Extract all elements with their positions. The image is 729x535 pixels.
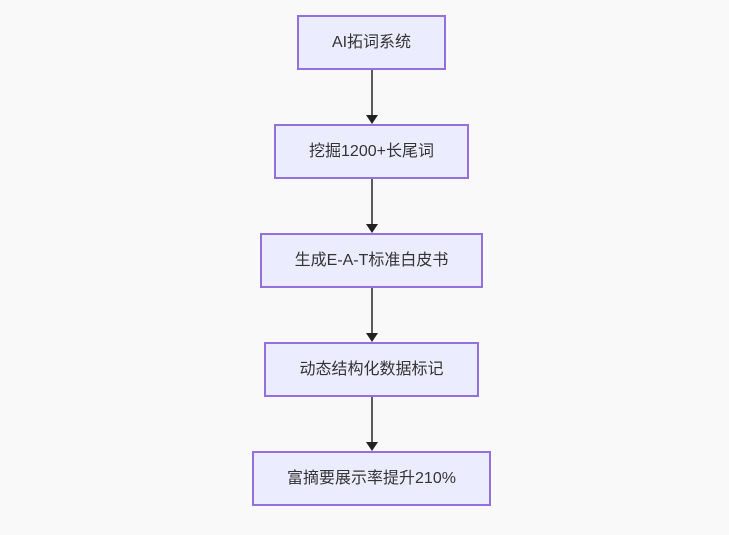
flow-node-label: 动态结构化数据标记 xyxy=(299,360,444,378)
edge-line xyxy=(370,70,373,115)
flow-node-label: AI拓词系统 xyxy=(331,33,412,51)
flow-node-structured-data-markup: 动态结构化数据标记 xyxy=(264,342,479,397)
flow-node-label: 富摘要展示率提升210% xyxy=(287,469,456,487)
edge-n1-n2 xyxy=(365,70,378,124)
flow-node-eat-whitepaper: 生成E-A-T标准白皮书 xyxy=(259,233,484,288)
arrowhead-down-icon xyxy=(365,115,378,124)
flowchart: AI拓词系统 挖掘1200+长尾词 生成E-A-T标准白皮书 动态结构化数据标记 xyxy=(7,15,729,506)
arrowhead-down-icon xyxy=(365,442,378,451)
arrowhead-down-icon xyxy=(365,224,378,233)
flow-node-label: 生成E-A-T标准白皮书 xyxy=(294,251,449,269)
flow-node-ai-word-system: AI拓词系统 xyxy=(296,15,447,70)
edge-line xyxy=(370,397,373,442)
edge-line xyxy=(370,288,373,333)
arrowhead-down-icon xyxy=(365,333,378,342)
flow-node-rich-snippet-rate: 富摘要展示率提升210% xyxy=(252,451,491,506)
flow-node-longtail-mining: 挖掘1200+长尾词 xyxy=(274,124,469,179)
edge-n4-n5 xyxy=(365,397,378,451)
flow-node-label: 挖掘1200+长尾词 xyxy=(309,142,434,160)
edge-n3-n4 xyxy=(365,288,378,342)
edge-line xyxy=(370,179,373,224)
edge-n2-n3 xyxy=(365,179,378,233)
